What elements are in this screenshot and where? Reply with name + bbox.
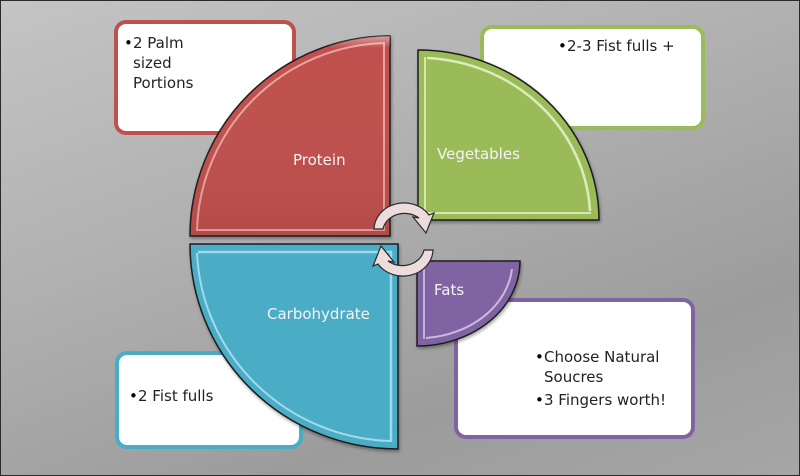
vegetables-segment <box>417 49 600 221</box>
protein-note-bullet: 2 Palm sized Portions <box>124 33 213 93</box>
carbohydrate-label: Carbohydrate <box>267 305 370 323</box>
vegetables-note-bullet: 2-3 Fist fulls + <box>558 36 701 56</box>
carbohydrate-note-bullet: 2 Fist fulls <box>129 386 299 406</box>
fats-segment <box>416 260 521 347</box>
fats-note-box: Choose Natural Soucres 3 Fingers worth! <box>454 298 695 439</box>
carbohydrate-segment <box>189 243 399 450</box>
protein-label: Protein <box>293 151 346 169</box>
fats-note-bullet-2: 3 Fingers worth! <box>535 390 691 410</box>
fats-label: Fats <box>434 281 465 299</box>
protein-segment <box>189 35 391 237</box>
fats-note-bullet-1: Choose Natural Soucres <box>535 347 691 387</box>
protein-note-box: 2 Palm sized Portions <box>114 20 296 135</box>
vegetables-label: Vegetables <box>437 145 520 163</box>
cycle-arrows-icon <box>371 202 436 277</box>
